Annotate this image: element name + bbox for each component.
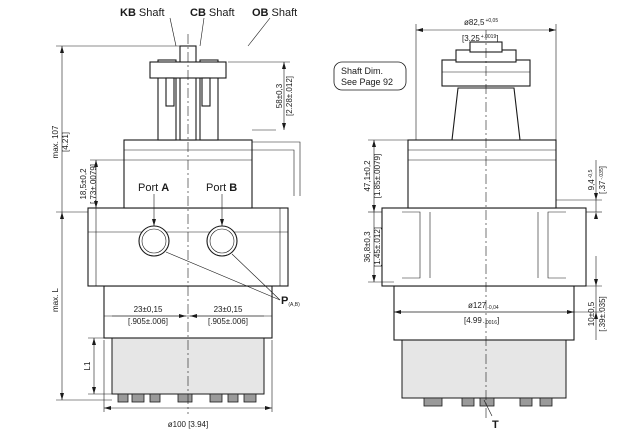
dim-36-8: 36,8±0,3: [363, 231, 372, 263]
right-boss: [451, 87, 521, 141]
dim-diameter-100: ø100 [3.94]: [168, 420, 208, 429]
dim-port-b-pos: 23±0,15: [214, 305, 243, 314]
dim-l1: L1: [83, 361, 92, 370]
tap-label: T: [492, 419, 499, 431]
dim-47-1-inch: [1.85±.0079]: [373, 154, 382, 198]
dim-diameter-127-inch: [4.99-.0016]: [464, 316, 499, 326]
note-box: [333, 61, 407, 91]
dim-diameter-127: ø127-0,04: [468, 301, 499, 311]
dim-max-107-inch: [4.21]: [61, 132, 70, 152]
dim-18-5: 18,5±0,2: [79, 168, 88, 200]
right-lower-body: [401, 339, 567, 399]
note-line-1: Shaft Dim.: [341, 66, 383, 76]
dim-10: 10±0,5: [587, 301, 596, 326]
port-b-hole: [206, 225, 238, 257]
port-a-hole: [138, 225, 170, 257]
dim-10-inch: [.39±.035]: [598, 296, 607, 332]
dim-9-4: 9,4-0,5: [587, 169, 596, 190]
dim-58: 58±0,3: [275, 83, 284, 108]
dim-47-1: 47,1±0,2: [363, 160, 372, 192]
note-line-2: See Page 92: [341, 77, 393, 87]
dim-36-8-inch: [1.45±.012]: [373, 227, 382, 267]
port-p-label: P(A,B): [281, 295, 300, 308]
dim-diameter-82-5-inch: [3.25+.0019]: [462, 34, 498, 43]
right-housing: [407, 139, 557, 209]
dim-max-l: max. L: [51, 287, 60, 312]
right-bottom-bolts: [423, 397, 553, 407]
dim-port-a-pos-inch: [.905±.006]: [128, 317, 168, 326]
dim-18-5-inch: [.73±.0079]: [89, 164, 98, 204]
dim-58-inch: [2.28±.012]: [285, 76, 294, 116]
left-bottom-bolts: [117, 393, 257, 403]
dim-max-107: max. 107: [51, 125, 60, 158]
left-view: [56, 17, 301, 414]
dim-port-a-pos: 23±0,15: [134, 305, 163, 314]
dim-diameter-82-5: ø82,5+0,05: [464, 18, 498, 27]
right-view: [368, 24, 602, 420]
right-flange: [381, 207, 587, 287]
dim-9-4-inch: [.37-.035]: [598, 166, 607, 194]
dim-port-b-pos-inch: [.905±.006]: [208, 317, 248, 326]
right-gear-section: [393, 285, 575, 341]
